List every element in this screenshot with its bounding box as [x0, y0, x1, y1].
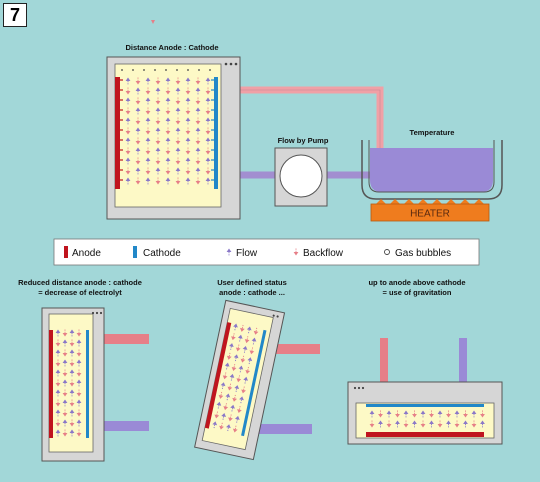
- legend-flow-label: Flow: [236, 248, 258, 259]
- pump-label: Flow by Pump: [278, 136, 329, 145]
- variant-1-anode: [49, 330, 53, 438]
- variant-2-caption-line1: User defined status: [217, 278, 287, 287]
- variant-3-pipe-cold: [459, 338, 467, 384]
- legend-anode-swatch: [64, 246, 68, 258]
- variant-1-pipe-cold: [104, 421, 149, 431]
- variant-3-caption-line1: up to anode above cathode: [368, 278, 465, 287]
- legend-box: [53, 238, 480, 266]
- variant-1-pipe-hot: [104, 334, 149, 344]
- variant-1-cathode: [86, 330, 89, 438]
- variant-1-caption-line1: Reduced distance anode : cathode: [18, 278, 142, 287]
- variant-2-pipe-hot: [265, 344, 320, 354]
- variant-3-anode: [366, 432, 484, 437]
- legend-cathode-swatch: [133, 246, 137, 258]
- legend-cathode-label: Cathode: [143, 248, 181, 259]
- main-anode: [115, 77, 120, 189]
- variant-2-caption-line2: anode : cathode ...: [219, 288, 285, 297]
- gas-bubbles-top: [121, 69, 211, 71]
- variant-2-cell: [194, 299, 286, 461]
- variant-1-caption-line2: = decrease of electrolyt: [38, 288, 122, 297]
- main-cell-electrolyte: [114, 63, 222, 208]
- legend-backflow-label: Backflow: [303, 248, 344, 259]
- variant-2-cathode: [241, 329, 267, 437]
- heater-flames: [376, 199, 484, 204]
- main-title: Distance Anode : Cathode: [125, 43, 218, 52]
- pump-rotor: [279, 154, 323, 198]
- heater: [370, 203, 490, 222]
- top-marker: [151, 20, 155, 24]
- main-flow-field: [125, 77, 211, 185]
- variant-3-caption-line2: = use of gravitation: [383, 288, 452, 297]
- temperature-label: Temperature: [410, 128, 455, 137]
- heater-label: HEATER: [410, 209, 450, 220]
- variant-3-pipe-hot: [380, 338, 388, 384]
- legend-gas-bubbles-label: Gas bubbles: [395, 248, 451, 259]
- legend-anode-label: Anode: [72, 248, 101, 259]
- variant-3-cathode: [366, 404, 484, 407]
- variant-2-anode: [204, 322, 232, 429]
- bath-vessel: [361, 140, 503, 200]
- pipe-hot: [240, 86, 384, 150]
- bath-liquid: [370, 148, 493, 192]
- variant-2-pipe-cold: [257, 424, 312, 434]
- legend-gas-bubble-icon: [384, 249, 390, 255]
- main-cathode: [214, 77, 218, 189]
- figure-number: 7: [3, 3, 27, 27]
